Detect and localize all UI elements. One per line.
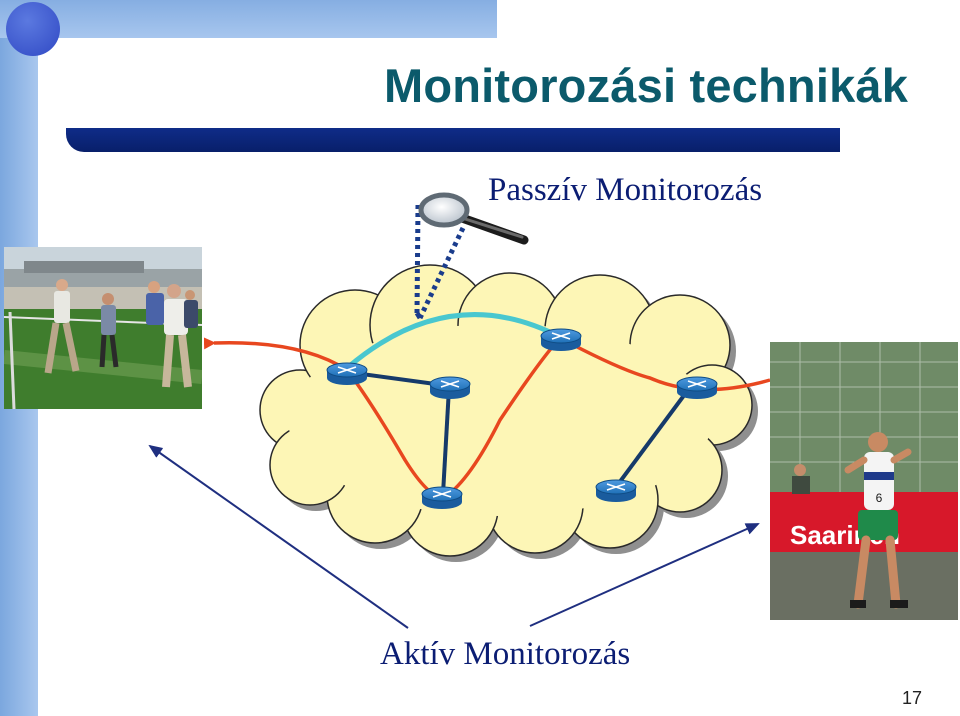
router-icon <box>541 329 581 351</box>
router-icon <box>677 377 717 399</box>
stadium-walk-photo <box>4 247 202 409</box>
router-icon <box>327 363 367 385</box>
router-icon <box>422 487 462 509</box>
passive-tap-line <box>417 205 418 313</box>
bib-number: 6 <box>876 491 883 505</box>
hammer-thrower-photo: Saarinen 6 <box>770 342 958 620</box>
router-icon <box>596 480 636 502</box>
passive-tap-line <box>417 313 420 318</box>
active-monitoring-label: Aktív Monitorozás <box>380 636 630 673</box>
passive-monitoring-label: Passzív Monitorozás <box>488 172 762 209</box>
router-icon <box>430 377 470 399</box>
page-number: 17 <box>902 688 922 709</box>
